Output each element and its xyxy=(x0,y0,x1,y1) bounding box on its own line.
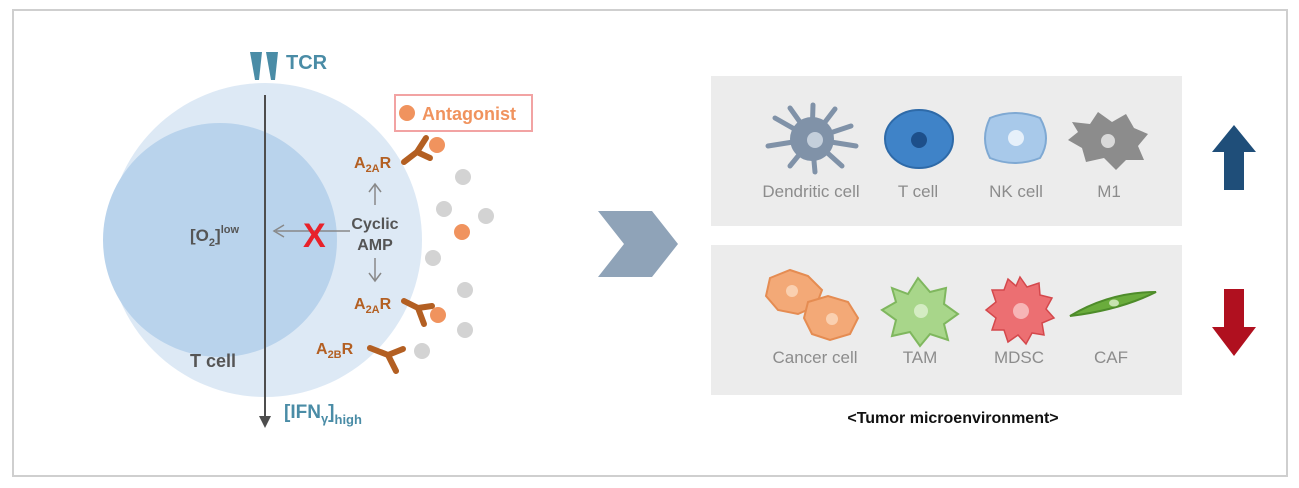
nk-cell-icon xyxy=(984,112,1047,164)
mdsc-icon xyxy=(984,275,1056,346)
adenosine-dot xyxy=(436,201,452,217)
upregulated-label: Dendritic cell xyxy=(762,182,859,201)
a2ar-upper-label: A2AR xyxy=(354,155,392,175)
adenosine-dot xyxy=(457,322,473,338)
a2br-receptor-icon xyxy=(367,345,406,374)
cancer-cell-icon xyxy=(764,268,860,342)
t-cell-label: T cell xyxy=(190,351,236,371)
camp-down-arrow xyxy=(368,258,382,283)
tcr-receptor-icon xyxy=(250,52,278,80)
adenosine-dots xyxy=(414,137,494,359)
a2ar-upper-receptor-icon xyxy=(401,135,433,165)
microenvironment-caption: <Tumor microenvironment> xyxy=(847,410,1058,427)
adenosine-dot xyxy=(457,282,473,298)
antagonist-dot xyxy=(430,307,446,323)
tumor-microenvironment: Dendritic cell T cell NK cell M1 Can xyxy=(711,76,1256,427)
downregulated-label: CAF xyxy=(1094,348,1128,367)
downregulated-label: MDSC xyxy=(994,348,1044,367)
cyclic-amp-line1: Cyclic xyxy=(351,216,398,233)
m1-macrophage-icon xyxy=(1068,112,1148,170)
a2ar-lower-label: A2AR xyxy=(354,296,392,316)
upregulated-label: M1 xyxy=(1097,182,1121,201)
upregulated-label: NK cell xyxy=(989,182,1043,201)
antagonist-legend-dot xyxy=(399,105,415,121)
camp-up-arrow xyxy=(368,182,382,205)
blocked-arrow-head xyxy=(272,224,285,238)
ifn-gamma-high-label: [IFNγ]high xyxy=(284,402,362,427)
caf-icon xyxy=(1069,291,1157,317)
tcr-label: TCR xyxy=(286,52,328,74)
adenosine-dot xyxy=(425,250,441,266)
block-x-mark: X xyxy=(303,217,326,255)
a2ar-lower-receptor-icon xyxy=(401,298,435,327)
signal-arrow-head xyxy=(259,416,271,428)
adenosine-dot xyxy=(455,169,471,185)
downregulated-label: Cancer cell xyxy=(772,348,857,367)
downregulated-label: TAM xyxy=(903,348,938,367)
antagonist-dot xyxy=(454,224,470,240)
upregulated-label: T cell xyxy=(898,182,938,201)
cyclic-amp-line2: AMP xyxy=(357,237,393,254)
t-cell-nucleus xyxy=(103,123,337,357)
t-cell-icon xyxy=(884,109,954,169)
antagonist-label: Antagonist xyxy=(422,104,516,124)
adenosine-dot xyxy=(414,343,430,359)
antagonist-dot xyxy=(429,137,445,153)
dendritic-cell-icon xyxy=(765,102,859,175)
adenosine-dot xyxy=(478,208,494,224)
t-cell-diagram: TCR [O2]low X Cyclic AMP A2AR A2AR xyxy=(103,52,533,428)
o2-low-label: [O2]low xyxy=(190,224,239,249)
a2br-label: A2BR xyxy=(316,341,354,361)
tam-icon xyxy=(880,276,960,348)
chevron-right-icon xyxy=(598,211,678,277)
up-arrow-icon xyxy=(1212,125,1256,190)
antagonist-legend: Antagonist xyxy=(394,94,533,132)
down-arrow-icon xyxy=(1212,289,1256,356)
